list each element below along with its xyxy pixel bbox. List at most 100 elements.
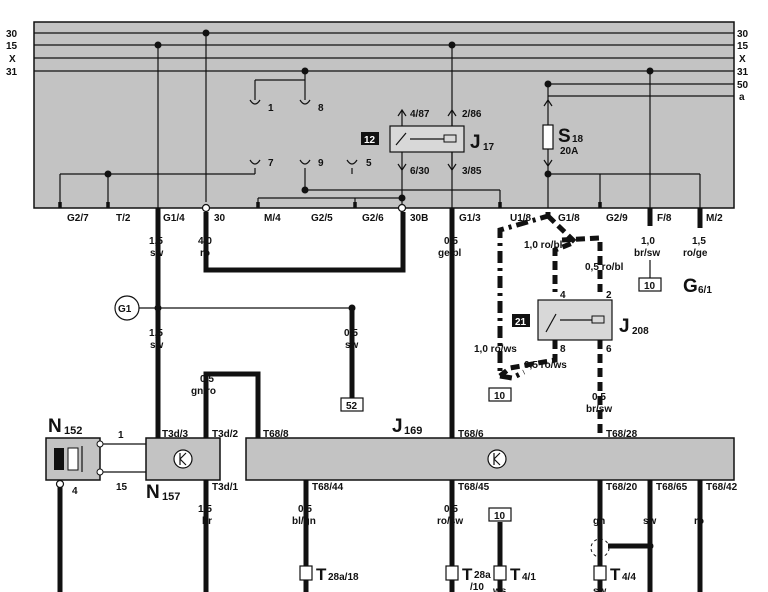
wire-size: 0,5 <box>444 504 458 515</box>
component-j169: J 169 T68/8 T68/6 T68/28 T68/44 T68/45 T… <box>245 416 738 493</box>
wire-label: 1,0 ro/bl <box>524 240 563 251</box>
wire-size: 1,5 <box>149 236 163 247</box>
rail-labels-left: 30 15 X 31 <box>6 29 18 78</box>
wire-color: gn <box>593 516 605 527</box>
connector-label: U1/8 <box>510 213 532 224</box>
pin-label: T68/65 <box>656 482 688 493</box>
wire-size: 0,5 <box>444 236 458 247</box>
wire-size: 0,5 <box>298 504 312 515</box>
socket-connectors: 1 8 7 9 5 <box>249 99 372 169</box>
rail-label-left: 15 <box>6 41 18 52</box>
terminal-subscript: 4/1 <box>522 572 536 583</box>
wire-color: br/sw <box>586 404 612 415</box>
relay-j208: 21 J 208 4 2 8 6 <box>512 290 649 355</box>
connector-label: G2/7 <box>67 213 89 224</box>
component-n152: N 152 1 15 4 <box>45 416 128 497</box>
connector-label: 30 <box>214 213 226 224</box>
terminal-name: T <box>610 565 621 584</box>
pin-label: 4 <box>72 486 78 497</box>
terminal-subscript: 28a/18 <box>328 572 359 583</box>
wire-label: 1,0 ro/ws <box>474 344 517 355</box>
central-electrics-panel <box>33 21 735 209</box>
pin-label: T68/28 <box>606 429 638 440</box>
rail-labels-right: 30 15 X 31 50 a <box>737 29 749 103</box>
component-n157: N 157 T3d/3 T3d/2 T3d/1 <box>145 429 239 503</box>
relay-position-badge-text: 21 <box>515 317 527 328</box>
connector-label: 30B <box>410 213 428 224</box>
rail-label-right: 30 <box>737 29 749 40</box>
pin-label: 15 <box>116 482 128 493</box>
internal-wiring <box>59 29 701 208</box>
ref-box-text: 10 <box>494 391 506 402</box>
rail-label-right: 50 <box>737 80 749 91</box>
relay-name: J <box>470 132 481 153</box>
pin-label: T3d/1 <box>212 482 239 493</box>
wire-color: ro/sw <box>437 516 463 527</box>
terminal-name: T <box>510 565 521 584</box>
rail-lines <box>34 32 734 97</box>
pin-label: T3d/3 <box>162 429 189 440</box>
connector-label: G1/4 <box>163 213 185 224</box>
wire-size: 1,0 <box>641 236 655 247</box>
socket-label: 1 <box>268 103 274 114</box>
socket-label: 5 <box>366 158 372 169</box>
fuse-name: S <box>558 126 571 147</box>
relay-j17: 12 J 17 4/87 2/86 6/30 3/85 <box>361 108 495 177</box>
fuse-s18: S 18 20A <box>542 98 584 168</box>
wire-color: ro <box>694 516 704 527</box>
wire-color: sw <box>345 340 359 351</box>
external-wiring <box>57 208 703 592</box>
component-subscript: 157 <box>162 491 180 503</box>
relay-pin: 6 <box>606 344 612 355</box>
connector-label: G2/9 <box>606 213 628 224</box>
component-name: N <box>48 416 62 437</box>
wire-color: gn/ro <box>191 386 216 397</box>
terminal-subscript: 4/4 <box>622 572 636 583</box>
fuse-subscript: 18 <box>572 134 584 145</box>
wire-color: sw <box>593 586 607 592</box>
wire-color: sw <box>150 248 164 259</box>
wire-size: 0,5 <box>592 392 606 403</box>
component-subscript: 152 <box>64 425 82 437</box>
connector-stubs <box>58 202 602 213</box>
wire-color: ro/ge <box>683 248 708 259</box>
pin-label: T68/8 <box>263 429 289 440</box>
relay-pin: 4 <box>560 290 566 301</box>
rail-label-left: 30 <box>6 29 18 40</box>
relay-name: J <box>619 316 630 337</box>
terminal-name: T <box>462 565 473 584</box>
relay-position-badge-text: 12 <box>364 135 376 146</box>
socket-label: 8 <box>318 103 324 114</box>
wire-size: 1,5 <box>198 504 212 515</box>
connector-label: G1/3 <box>459 213 481 224</box>
component-name: J <box>392 416 403 437</box>
wire-size: 1,5 <box>692 236 706 247</box>
rail-label-right: 31 <box>737 67 749 78</box>
wire-size: 0,5 <box>344 328 358 339</box>
connector-label: G2/5 <box>311 213 333 224</box>
relay-position-badge <box>512 314 530 327</box>
ground-subscript: 6/1 <box>698 285 712 296</box>
pin-label: 1 <box>118 430 124 441</box>
rail-label-right: a <box>739 92 745 103</box>
wire-label: 0,5 ro/bl <box>585 262 624 273</box>
pin-label: T68/6 <box>458 429 484 440</box>
ref-box-text: 10 <box>494 511 506 522</box>
pin-label: T68/45 <box>458 482 490 493</box>
wire-color: sw <box>150 340 164 351</box>
connector-label: G1/8 <box>558 213 580 224</box>
rail-label-right: 15 <box>737 41 749 52</box>
relay-pin: 4/87 <box>410 109 430 120</box>
component-subscript: 169 <box>404 425 422 437</box>
socket-label: 9 <box>318 158 324 169</box>
pin-label: T68/20 <box>606 482 638 493</box>
wire-label: 0,5 ro/ws <box>524 360 567 371</box>
wire-color: br <box>202 516 212 527</box>
socket-label: 7 <box>268 158 274 169</box>
relay-subscript: 17 <box>483 142 495 153</box>
relay-position-badge <box>361 132 379 145</box>
relay-subscript: 208 <box>632 326 649 337</box>
ground-g6-1: G 6/1 <box>683 276 712 297</box>
fuse-rating: 20A <box>560 146 578 157</box>
